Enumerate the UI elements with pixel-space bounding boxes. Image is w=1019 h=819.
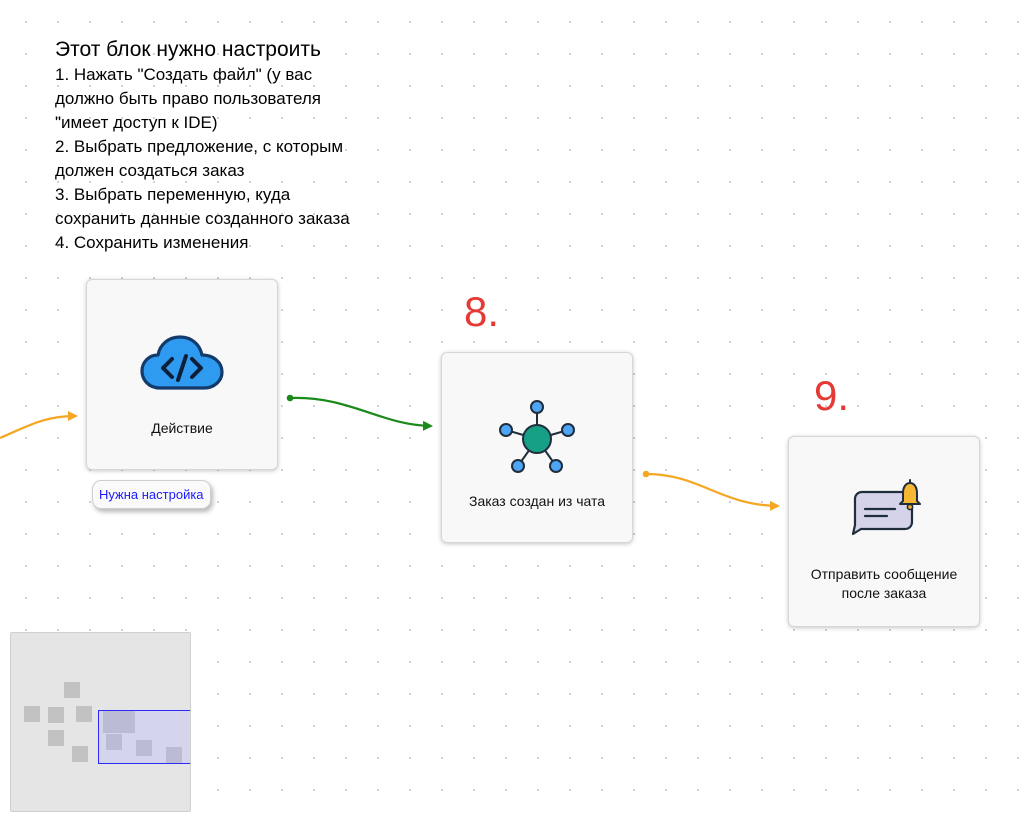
setup-instructions-note: Этот блок нужно настроить 1. Нажать "Соз…	[55, 37, 415, 255]
network-hub-icon	[499, 400, 575, 473]
note-line: должен создаться заказ	[55, 161, 245, 180]
step-number-9: 9.	[814, 372, 850, 419]
order-created-node-label: Заказ создан из чата	[468, 493, 606, 509]
needs-setup-badge[interactable]: Нужна настройка	[92, 480, 211, 509]
note-line: сохранить данные созданного заказа	[55, 209, 350, 228]
note-line: 1. Нажать "Создать файл" (у вас	[55, 65, 313, 84]
minimap-node	[72, 746, 88, 762]
minimap-node	[76, 706, 92, 722]
send-message-label-line: Отправить сообщение	[810, 566, 958, 582]
edge-order-created-to-send-message[interactable]	[645, 472, 780, 511]
minimap-node	[64, 682, 80, 698]
note-title: Этот блок нужно настроить	[55, 38, 321, 61]
message-bell-icon	[851, 479, 921, 536]
minimap-node	[136, 740, 152, 756]
step-number-8: 8.	[464, 288, 500, 335]
minimap[interactable]	[10, 632, 191, 812]
send-message-label-line: после заказа	[841, 585, 927, 601]
minimap-node	[106, 734, 122, 750]
edge-action-to-order-created[interactable]	[289, 396, 433, 431]
send-message-node[interactable]: Отправить сообщение после заказа	[788, 436, 980, 627]
note-line: должно быть право пользователя	[55, 89, 321, 108]
note-line: 4. Сохранить изменения	[55, 233, 249, 252]
note-line: 3. Выбрать переменную, куда	[55, 185, 291, 204]
order-created-node[interactable]: Заказ создан из чата	[441, 352, 633, 543]
send-message-node-label: Отправить сообщение после заказа	[795, 565, 973, 603]
cloud-code-icon	[140, 335, 224, 390]
minimap-node	[48, 730, 64, 746]
action-node[interactable]: Действие	[86, 279, 278, 470]
note-line: 2. Выбрать предложение, с которым	[55, 137, 344, 156]
note-line: "имеет доступ к IDE)	[55, 113, 218, 132]
minimap-node	[166, 747, 182, 763]
action-node-label: Действие	[151, 420, 213, 436]
minimap-node	[48, 707, 64, 723]
minimap-node	[103, 711, 135, 733]
minimap-viewport[interactable]	[98, 710, 190, 764]
minimap-node	[24, 706, 40, 722]
edge-incoming-to-action[interactable]	[0, 411, 78, 440]
